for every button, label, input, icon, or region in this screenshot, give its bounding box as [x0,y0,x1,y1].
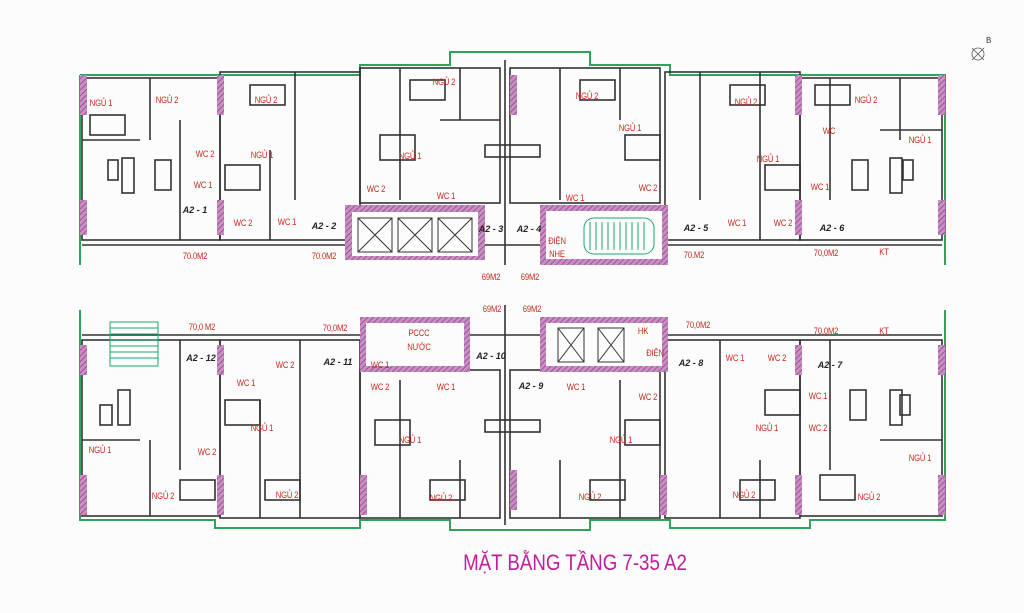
room-label: ĐIỆN [646,348,664,358]
room-label: NGỦ 1 [756,154,780,164]
room-label: NGỦ 2 [854,95,878,105]
unit-area: 69M2 [520,272,540,282]
north-arrow: B [968,36,994,66]
room-label: NGỦ 2 [254,95,278,105]
room-label: NGỦ 1 [398,435,422,445]
walls [81,60,943,525]
unit-area: 69M2 [482,304,502,314]
room-label: NGỦ 1 [609,435,633,445]
unit-code: A2 - 5 [683,223,709,233]
room-label: PCCC [408,328,430,338]
compass-icon [971,47,985,61]
unit-code: A2 - 3 [478,224,504,234]
room-label: WC 2 [638,392,658,402]
room-label: NHẸ [549,249,565,259]
unit-code: A2 - 10 [476,351,506,361]
room-label: NGỦ 1 [908,453,932,463]
room-label: NGỦ 2 [734,97,758,107]
room-label: NGỦ 1 [618,123,642,133]
room-label: WC 1 [810,182,830,192]
unit-code: A2 - 9 [518,381,544,391]
room-label: WC 1 [725,353,745,363]
room-label: NGỦ 2 [275,490,299,500]
room-label: HK [637,326,649,336]
room-label: WC 2 [638,183,658,193]
room-label: NGỦ 1 [755,423,779,433]
compass-letter: B [986,36,992,45]
unit-code: A2 - 7 [817,360,843,370]
room-label: WC 2 [195,149,215,159]
unit-code: A2 - 4 [516,224,542,234]
room-label: ĐIỆN [548,236,566,246]
facade-outline [79,51,946,531]
room-label: WC 1 [436,191,456,201]
room-label: WC 1 [193,180,213,190]
room-label: WC 1 [277,217,297,227]
room-label: NGỦ 1 [250,150,274,160]
room-label: WC 2 [233,218,253,228]
room-label: NGỦ 1 [398,151,422,161]
room-label: WC 1 [727,218,747,228]
unit-area: 70.0M2 [182,251,208,261]
room-label: WC 1 [565,193,585,203]
room-label: WC 1 [566,382,586,392]
room-label: NGỦ 1 [89,98,113,108]
unit-area: 70,0M2 [685,320,711,330]
stairs [109,217,655,367]
room-label: NGỦ 1 [250,423,274,433]
room-label: KT [879,326,889,336]
room-label: WC 1 [236,378,256,388]
room-label: KT [879,247,889,257]
room-label: NƯỚC [407,342,431,352]
unit-area: 70,0M2 [813,326,839,336]
unit-code: A2 - 1 [182,205,208,215]
room-label: NGỦ 2 [155,95,179,105]
elevators [357,217,625,363]
room-label: NGỦ 1 [88,445,112,455]
room-label: WC 1 [808,391,828,401]
room-label: WC 1 [370,360,390,370]
room-label: WC 2 [275,360,295,370]
room-label: NGỦ 2 [732,490,756,500]
room-label: NGỦ 2 [857,492,881,502]
unit-area: 70,0 M2 [188,322,216,332]
core-walls [80,75,945,515]
room-label: WC [822,126,836,136]
unit-area: 70,0M2 [813,248,839,258]
unit-area: 69M2 [481,272,501,282]
room-label: NGỦ 2 [575,91,599,101]
unit-area: 70.0M2 [311,251,337,261]
room-label: NGỦ 1 [908,135,932,145]
room-label: WC 1 [436,382,456,392]
room-label: WC 2 [370,382,390,392]
room-label: WC 2 [773,218,793,228]
room-label: WC 2 [197,447,217,457]
unit-area: 70.M2 [683,250,705,260]
plan-title: MẶT BẰNG TẦNG 7-35 A2 [463,550,687,575]
unit-area: 69M2 [522,304,542,314]
unit-code: A2 - 2 [311,221,337,231]
unit-code: A2 - 11 [323,357,353,367]
unit-code: A2 - 6 [819,223,845,233]
unit-area: 70,0M2 [322,323,348,333]
room-label: WC 2 [366,184,386,194]
room-label: NGỦ 2 [578,492,602,502]
unit-code: A2 - 8 [678,358,704,368]
room-label: WC 2 [767,353,787,363]
room-label: NGỦ 2 [432,77,456,87]
unit-code: A2 - 12 [186,353,216,363]
room-label: NGỦ 2 [429,493,453,503]
room-label: NGỦ 2 [151,491,175,501]
room-label: WC 2 [808,423,828,433]
